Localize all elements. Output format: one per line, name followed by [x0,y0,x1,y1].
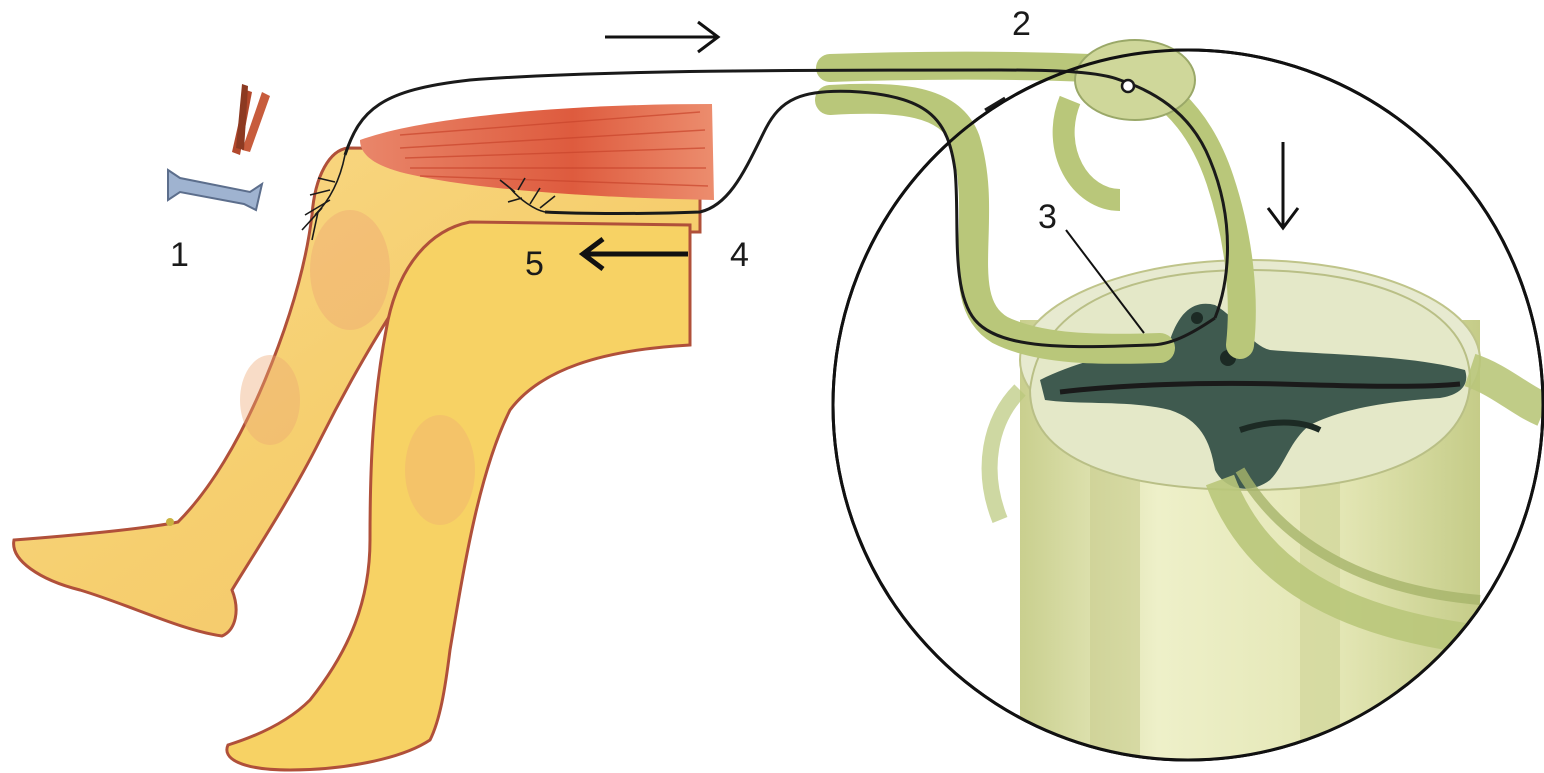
label-motor-neuron: 4 [730,236,749,274]
arrow-right-icon [605,22,718,52]
reflex-hammer-icon [168,84,270,210]
thigh-shading [405,415,475,525]
dorsal-root-ganglion [1075,40,1195,120]
shin-shading [240,355,300,445]
label-sensory-neuron: 2 [1012,5,1031,43]
sensory-neuron-cell-body [1122,80,1134,92]
hammer-head [168,170,262,210]
knee-shading [310,210,390,330]
ankle-point [166,518,174,526]
label-interneuron: 3 [1038,198,1057,236]
label-hammer: 1 [170,236,189,274]
label-effector-muscle: 5 [525,245,544,283]
